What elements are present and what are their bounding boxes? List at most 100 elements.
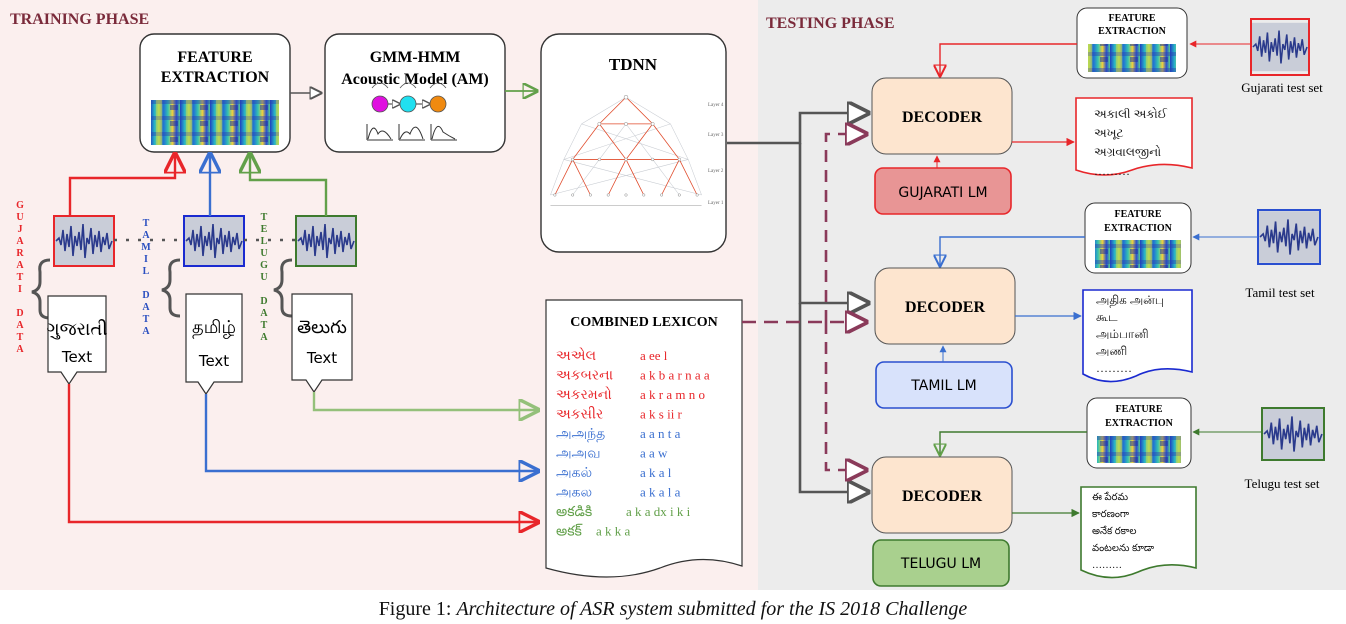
spectrogram-icon [1088,44,1176,72]
tamil-test-waveform [1257,209,1321,265]
gujarati-audio-arrow [68,154,175,216]
telugu-brace [273,258,293,318]
gujarati-test-waveform [1250,18,1310,76]
telugu-output-doc: ఈ పేరమకారణంగాఅనేక రకాలవంటలను కూడా……… [1080,486,1197,579]
lexicon-word: அகல் [556,465,592,481]
decoder-output-line: వంటలను కూడా [1092,543,1155,554]
tamil-script: தமிழ் [192,317,236,339]
lexicon-word: அஅந்த [556,426,605,442]
tdnn-layer-3: Layer 3 [708,133,724,138]
testing-phase-title: TESTING PHASE [766,15,894,32]
decoder-output-line: ……… [1092,560,1122,571]
figure-caption: Figure 1: Architecture of ASR system sub… [0,598,1346,621]
tamil-test-set-label: Tamil test set [1245,285,1315,300]
tamil-text-label: Text [198,352,229,370]
telugu-decoder-label: DECODER [902,488,982,505]
telugu-test-set-label: Telugu test set [1245,476,1320,491]
training-feature-extraction-box: FEATURE EXTRACTION [139,33,291,153]
gujarati-script: ગુજરાતી [47,319,108,340]
tdnn-layer-1: Layer 1 [708,201,724,206]
telugu-fe-to-decoder-arrow [940,431,1087,455]
fe-test-guj-line1: FEATURE [1108,13,1155,24]
training-phase-title: TRAINING PHASE [10,11,149,28]
telugu-text-arrow [312,392,538,410]
gujarati-text-arrow [67,384,538,522]
gujarati-lm-label: GUJARATI LM [898,185,987,201]
tamil-decoder: DECODER [874,267,1016,345]
gmm-hmm-title: GMM-HMM [370,49,461,66]
telugu-lm-label: TELUGU LM [900,556,981,572]
tamil-fe-to-decoder-arrow [940,236,1085,266]
fe-test-tam-line1: FEATURE [1114,209,1161,220]
telugu-script: తెలుగు [297,317,347,338]
acoustic-model-title: Acoustic Model (AM) [341,71,489,88]
telugu-data-label: TELUGU DATA [259,212,270,344]
caption-text: Architecture of ASR system submitted for… [456,598,968,620]
tamil-lm-label: TAMIL LM [910,378,976,394]
decoder-output-line: అనేక రకాల [1092,525,1136,537]
lexicon-phones: a k a l [640,465,672,480]
spectrogram-icon [1095,240,1181,268]
gujarati-waveform [53,215,115,267]
fe-test-tel-line2: EXTRACTION [1105,418,1174,429]
lexicon-word: અકરમનો [556,386,612,403]
tamil-data-label: TAMIL DATA [140,218,151,338]
fe-label-line2: EXTRACTION [161,69,270,86]
decoder-output-line: அம்பானி [1096,327,1149,341]
lexicon-phones: a k b a r n a a [640,368,710,383]
decoder-output-line: அதிக அன்பு [1096,293,1164,307]
gujarati-lm: GUJARATI LM [874,167,1012,215]
lexicon-phones: a ee l [640,348,668,363]
tamil-text-card: தமிழ் Text [185,293,243,396]
lexicon-phones: a k k a [596,524,631,539]
lexicon-word: అకక్ [556,524,583,540]
fe-test-guj-line2: EXTRACTION [1098,26,1167,37]
spectrogram-icon [151,100,279,145]
lexicon-to-telugu-decoder [824,322,866,470]
decoder-output-line: અખૂટ [1094,126,1124,141]
lexicon-word: અએલ [556,347,597,364]
telugu-test-feature-box: FEATURE EXTRACTION [1086,397,1192,469]
hmm-states-icon [371,82,447,113]
lexicon-phones: a a n t a [640,426,681,441]
lexicon-word: அஅவ [556,446,601,462]
tdnn-layer-4: Layer 4 [708,103,724,108]
telugu-audio-arrow [250,154,328,216]
lexicon-phones: a k a l a [640,485,681,500]
gaussian-mixtures-icon [366,124,457,141]
decoder-output-line: અગ્રવાલજીનો [1094,145,1161,159]
gujarati-data-label: GUJARATI DATA [15,200,26,356]
caption-prefix: Figure 1: [378,598,457,620]
tamil-waveform [183,215,245,267]
lexicon-to-gujarati-decoder [824,134,866,322]
gujarati-fe-to-decoder-arrow [940,43,1077,76]
lexicon-entries: અએલ a ee l અકબરના a k b a r n a a અકરમનો a k … [556,347,710,540]
lexicon-phones: a k a dx i k i [626,504,691,519]
decoder-output-line: அணி [1096,344,1127,358]
gujarati-text-card: ગુજરાતી Text [47,295,108,386]
decoder-output-line: અકાલી અકોઈ [1094,107,1168,121]
decoder-output-line: కారణంగా [1092,509,1130,520]
tamil-brace [161,258,181,318]
tdnn-box: TDNN Layer 4 Layer 3 Layer 2 Layer 1 [540,33,727,253]
tamil-text-arrow [204,394,538,471]
fe-label-line1: FEATURE [177,49,252,66]
telugu-test-waveform [1261,407,1325,461]
telugu-lm: TELUGU LM [872,539,1010,587]
decoder-output-line: கூட [1096,310,1118,324]
telugu-waveform [295,215,357,267]
tdnn-layer-2: Layer 2 [708,169,724,174]
tamil-output-doc: அதிக அன்புகூடஅம்பானிஅணி……… [1082,289,1193,383]
lexicon-title: COMBINED LEXICON [570,315,717,330]
tamil-decoder-label: DECODER [905,299,985,316]
gujarati-text-label: Text [61,348,92,366]
gujarati-output-doc: અકાલી અકોઈઅખૂટઅગ્રવાલજીનો……… [1075,97,1193,178]
tamil-test-feature-box: FEATURE EXTRACTION [1084,202,1192,274]
lexicon-word: అకడికి [556,504,592,520]
telugu-decoder: DECODER [871,456,1013,534]
am-to-telugu-decoder [798,303,868,492]
gujarati-test-set-label: Gujarati test set [1241,80,1323,95]
fe-test-tam-line2: EXTRACTION [1104,223,1173,234]
lexicon-word: અકબરના [556,368,613,384]
